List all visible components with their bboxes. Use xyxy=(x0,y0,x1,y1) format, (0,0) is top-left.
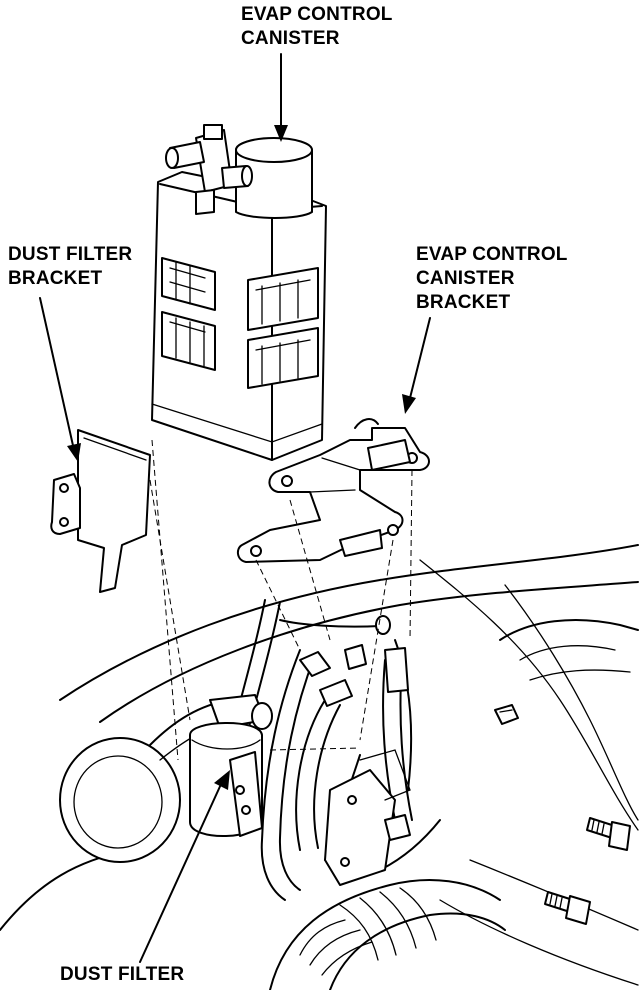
arrow-icon xyxy=(39,297,81,462)
evap-canister-icon xyxy=(151,124,327,461)
dust-filter-label: DUST FILTER xyxy=(60,963,184,987)
arrow-icon xyxy=(402,317,431,414)
mounting-plate xyxy=(324,749,411,886)
intake-duct xyxy=(269,879,506,990)
assembly-guide-lines xyxy=(149,439,413,761)
evap-canister-label: EVAP CONTROL CANISTER xyxy=(241,3,393,51)
evap-canister-bracket-label: EVAP CONTROL CANISTER BRACKET xyxy=(416,243,568,315)
dust-filter-bracket-label-line1: DUST FILTER xyxy=(8,244,133,265)
engine-bay-outline xyxy=(0,544,639,986)
dust-filter-label-text: DUST FILTER xyxy=(60,964,185,985)
evap-canister-label-line2: CANISTER xyxy=(241,28,340,49)
evap-canister-bracket-label-line1: EVAP CONTROL xyxy=(416,244,568,265)
evap-canister-label-line1: EVAP CONTROL xyxy=(241,4,393,25)
bolt-icon xyxy=(586,817,631,851)
bolt-icon xyxy=(544,891,591,925)
filter-pipe xyxy=(209,694,273,730)
arrow-icon xyxy=(139,770,230,963)
round-housing xyxy=(59,699,231,863)
evap-canister-bracket-label-line3: BRACKET xyxy=(416,292,511,313)
dust-filter-bracket-label: DUST FILTER BRACKET xyxy=(8,243,132,291)
nut-icon xyxy=(494,704,519,725)
dust-filter-bracket-icon xyxy=(50,429,151,593)
canister-bracket-icon xyxy=(236,418,430,563)
hoses-icon xyxy=(224,599,441,901)
dust-filter-bracket-label-line2: BRACKET xyxy=(8,268,103,289)
evap-canister-bracket-label-line2: CANISTER xyxy=(416,268,515,289)
arrow-icon xyxy=(274,53,288,142)
canister-molding xyxy=(161,257,319,389)
